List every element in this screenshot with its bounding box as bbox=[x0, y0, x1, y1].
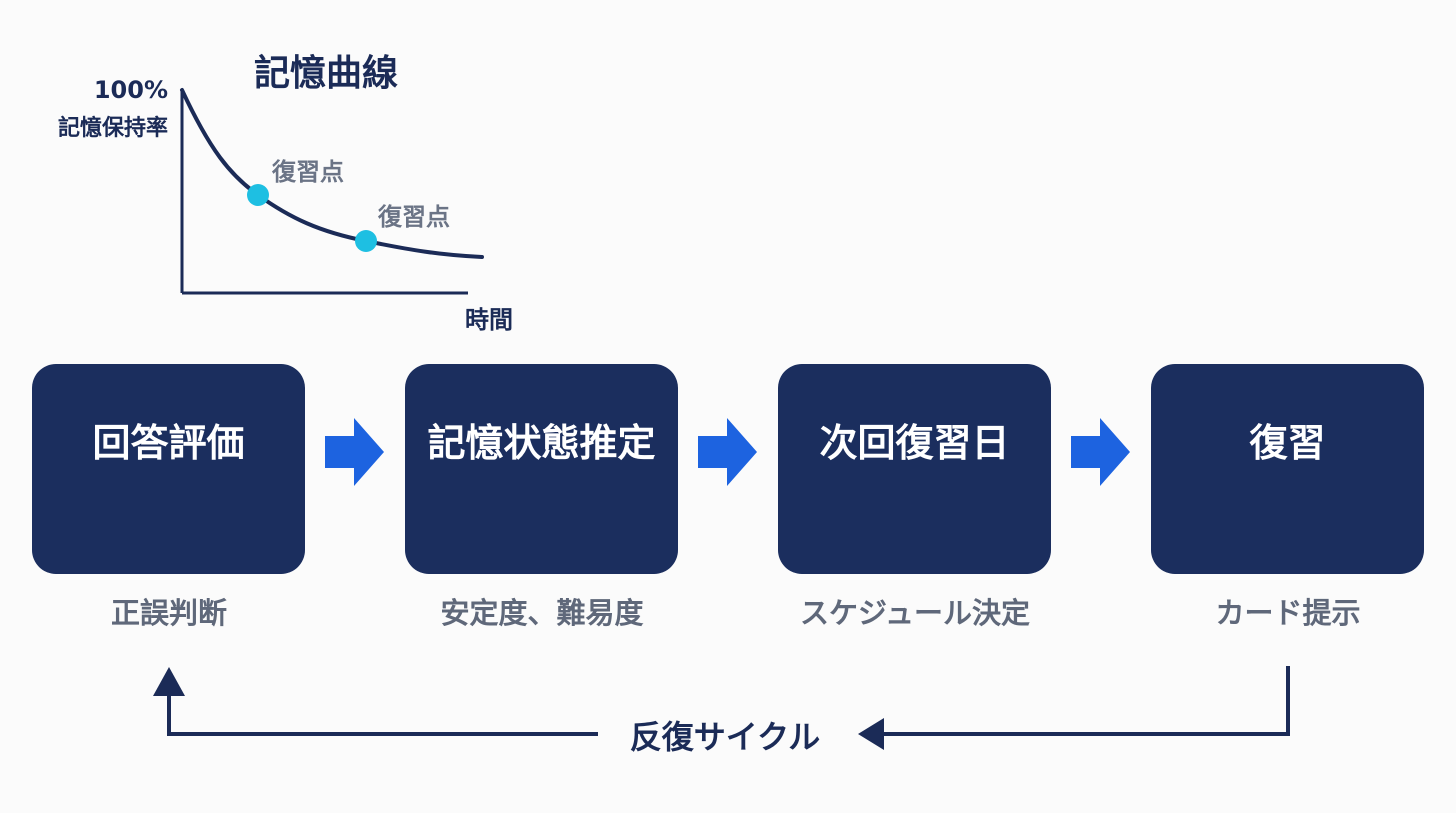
step-arrow-1 bbox=[325, 418, 384, 486]
cycle-loop-right bbox=[878, 666, 1290, 736]
review-point-label-1: 復習点 bbox=[272, 158, 344, 186]
review-point-label-2: 復習点 bbox=[378, 203, 450, 231]
step-caption-1: 正誤判断 bbox=[110, 596, 227, 630]
step-box-review: 復習 bbox=[1151, 364, 1424, 574]
y-axis-label: 記憶保持率 bbox=[57, 116, 168, 141]
cycle-arrowhead-left bbox=[858, 718, 884, 750]
step-caption-3: スケジュール決定 bbox=[800, 596, 1030, 630]
step-box-answer-evaluation: 回答評価 bbox=[32, 364, 305, 574]
step-title: 回答評価 bbox=[92, 421, 245, 465]
step-arrow-3 bbox=[1071, 418, 1130, 486]
x-axis-label: 時間 bbox=[465, 306, 513, 334]
step-arrow-2 bbox=[698, 418, 757, 486]
step-box-next-review-date: 次回復習日 bbox=[778, 364, 1051, 574]
step-caption-4: カード提示 bbox=[1215, 596, 1361, 630]
step-title: 復習 bbox=[1249, 421, 1326, 465]
step-box-memory-state-estimation: 記憶状態推定 bbox=[405, 364, 678, 574]
cycle-arrowhead-up bbox=[153, 667, 185, 696]
cycle-loop-left bbox=[167, 694, 598, 736]
review-point-2 bbox=[355, 230, 377, 252]
curve-title: 記憶曲線 bbox=[254, 53, 399, 94]
review-point-1 bbox=[247, 184, 269, 206]
cycle-label: 反復サイクル bbox=[629, 718, 821, 756]
retention-curve bbox=[180, 88, 484, 259]
step-caption-2: 安定度、難易度 bbox=[440, 596, 644, 630]
step-title: 記憶状態推定 bbox=[427, 421, 656, 465]
step-title: 次回復習日 bbox=[819, 421, 1010, 465]
y-max-label: 100% bbox=[93, 76, 168, 104]
